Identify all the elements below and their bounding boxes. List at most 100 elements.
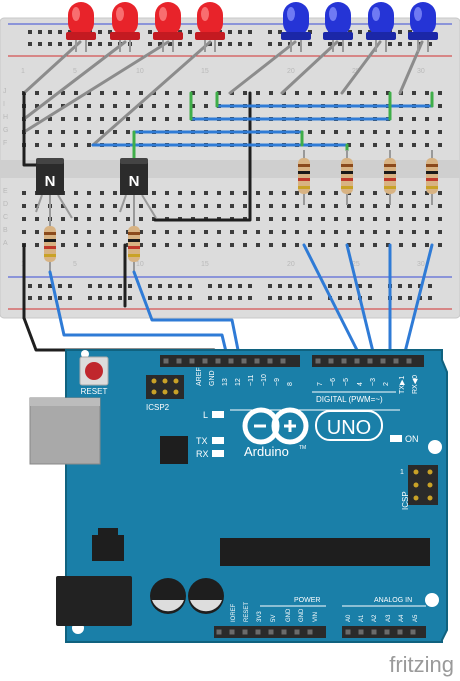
header-pin[interactable]: [406, 358, 412, 364]
breadboard-wires: [22, 40, 434, 222]
resistor[interactable]: [384, 150, 396, 205]
black-wire[interactable]: [153, 91, 252, 222]
header-pin[interactable]: [380, 358, 386, 364]
gray-wire[interactable]: [22, 40, 170, 134]
npn-transistor[interactable]: N: [35, 158, 73, 225]
blue-wire[interactable]: [48, 270, 230, 362]
breadboard-hole: [100, 217, 104, 221]
resistor[interactable]: [426, 150, 438, 205]
header-pin[interactable]: [367, 358, 373, 364]
header-pin[interactable]: [254, 358, 260, 364]
rail-hole: [228, 42, 232, 46]
blue-wire[interactable]: [132, 270, 242, 362]
red-led[interactable]: [66, 2, 96, 52]
header-pin[interactable]: [354, 358, 360, 364]
header-pin[interactable]: [176, 358, 182, 364]
header-pin[interactable]: [358, 629, 364, 635]
header-pin[interactable]: [229, 629, 235, 635]
rail-hole: [108, 284, 112, 288]
rail-hole: [148, 42, 152, 46]
pin-label: A4: [399, 614, 405, 622]
header-pin[interactable]: [315, 358, 321, 364]
red-led[interactable]: [153, 2, 183, 52]
header-pin[interactable]: [267, 358, 273, 364]
breadboard-hole: [113, 117, 117, 121]
gray-wire[interactable]: [22, 40, 82, 95]
breadboard-hole: [386, 217, 390, 221]
pin-label: TX▶1: [399, 376, 406, 394]
header-pin[interactable]: [228, 358, 234, 364]
header-pin[interactable]: [242, 629, 248, 635]
blue-led[interactable]: [366, 2, 396, 52]
header-pin[interactable]: [241, 358, 247, 364]
gray-wire[interactable]: [91, 40, 212, 147]
header-pin[interactable]: [341, 358, 347, 364]
pin-label: GND: [209, 370, 216, 386]
header-pin[interactable]: [307, 629, 313, 635]
breadboard-hole: [334, 230, 338, 234]
rail-hole: [98, 30, 102, 34]
blue-wire[interactable]: [302, 243, 364, 362]
rail-hole: [298, 296, 302, 300]
header-pin[interactable]: [163, 358, 169, 364]
header-pin[interactable]: [371, 629, 377, 635]
header-pin[interactable]: [397, 629, 403, 635]
npn-transistor[interactable]: N: [119, 158, 157, 225]
pin-label: GND: [299, 608, 305, 622]
breadboard-hole: [321, 217, 325, 221]
power-label: POWER: [294, 597, 320, 604]
breadboard-hole: [152, 104, 156, 108]
rail-hole: [248, 30, 252, 34]
rail-hole: [418, 284, 422, 288]
rail-hole: [348, 42, 352, 46]
breadboard-hole: [282, 230, 286, 234]
arduino-board: [65, 349, 448, 643]
reset-button-cap[interactable]: [85, 362, 103, 380]
breadboard-hole: [243, 230, 247, 234]
header-pin[interactable]: [345, 629, 351, 635]
blue-led[interactable]: [323, 2, 353, 52]
header-pin[interactable]: [216, 629, 222, 635]
red-led[interactable]: [195, 2, 225, 52]
resistor[interactable]: [128, 218, 140, 272]
breadboard-hole: [61, 143, 65, 147]
blue-wire[interactable]: [345, 243, 377, 362]
header-pin[interactable]: [268, 629, 274, 635]
pin-label: AREF: [196, 367, 203, 386]
header-pin[interactable]: [410, 629, 416, 635]
rail-hole: [408, 42, 412, 46]
resistor[interactable]: [341, 150, 353, 205]
header-pin[interactable]: [393, 358, 399, 364]
blue-wire[interactable]: [401, 243, 434, 362]
header-pin[interactable]: [294, 629, 300, 635]
header-pin[interactable]: [189, 358, 195, 364]
breadboard-hole: [61, 204, 65, 208]
breadboard-hole: [347, 130, 351, 134]
breadboard-hole: [334, 91, 338, 95]
header-pin[interactable]: [215, 358, 221, 364]
header-pin[interactable]: [281, 629, 287, 635]
header-pin[interactable]: [328, 358, 334, 364]
gray-wire[interactable]: [228, 40, 297, 95]
breadboard-hole: [152, 243, 156, 247]
blue-led[interactable]: [408, 2, 438, 52]
header-pin[interactable]: [255, 629, 261, 635]
gray-wire[interactable]: [340, 40, 382, 95]
red-led[interactable]: [110, 2, 140, 52]
resistor[interactable]: [298, 150, 310, 205]
blue-led[interactable]: [281, 2, 311, 52]
breadboard-hole: [256, 91, 260, 95]
rail-hole: [268, 30, 272, 34]
header-pin[interactable]: [202, 358, 208, 364]
breadboard-hole: [334, 217, 338, 221]
rail-hole: [148, 296, 152, 300]
gray-wire[interactable]: [280, 40, 339, 95]
resistor[interactable]: [44, 218, 56, 272]
breadboard-hole: [191, 104, 195, 108]
header-pin[interactable]: [280, 358, 286, 364]
breadboard-hole: [412, 243, 416, 247]
breadboard-hole: [152, 230, 156, 234]
header-pin[interactable]: [384, 629, 390, 635]
breadboard-hole: [178, 117, 182, 121]
gray-wire[interactable]: [22, 40, 127, 121]
